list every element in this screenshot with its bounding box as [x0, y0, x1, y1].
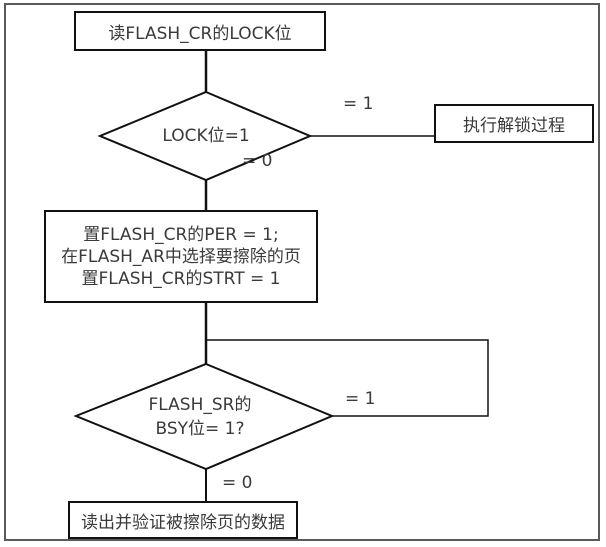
process-box: 置FLASH_CR的PER = 1; 在FLASH_AR中选择要擦除的页 置FL…: [44, 210, 318, 303]
bsy-yes-label: = 1: [345, 389, 376, 409]
decision-bsy-text: FLASH_SR的 BSY位= 1?: [120, 393, 280, 441]
process-line-3: 置FLASH_CR的STRT = 1: [81, 268, 281, 289]
decision-bsy-line-1: FLASH_SR的: [148, 395, 252, 415]
end-box-text: 读出并验证被擦除页的数据: [81, 512, 285, 533]
decision-lock-text: LOCK位=1: [130, 124, 282, 148]
start-box-text: 读FLASH_CR的LOCK位: [108, 23, 292, 44]
lock-no-label: = 0: [242, 151, 273, 171]
start-box: 读FLASH_CR的LOCK位: [74, 11, 326, 51]
decision-lock-label: LOCK位=1: [162, 126, 250, 146]
process-line-1: 置FLASH_CR的PER = 1;: [83, 224, 279, 245]
end-box: 读出并验证被擦除页的数据: [68, 501, 298, 539]
decision-bsy-line-2: BSY位= 1?: [155, 419, 245, 439]
unlock-box-text: 执行解锁过程: [463, 116, 565, 136]
process-line-2: 在FLASH_AR中选择要擦除的页: [61, 246, 301, 267]
lock-yes-label: = 1: [343, 94, 374, 114]
connector-bsy-loop: [206, 339, 489, 417]
bsy-no-label: = 0: [222, 473, 253, 493]
unlock-box: 执行解锁过程: [434, 104, 594, 143]
